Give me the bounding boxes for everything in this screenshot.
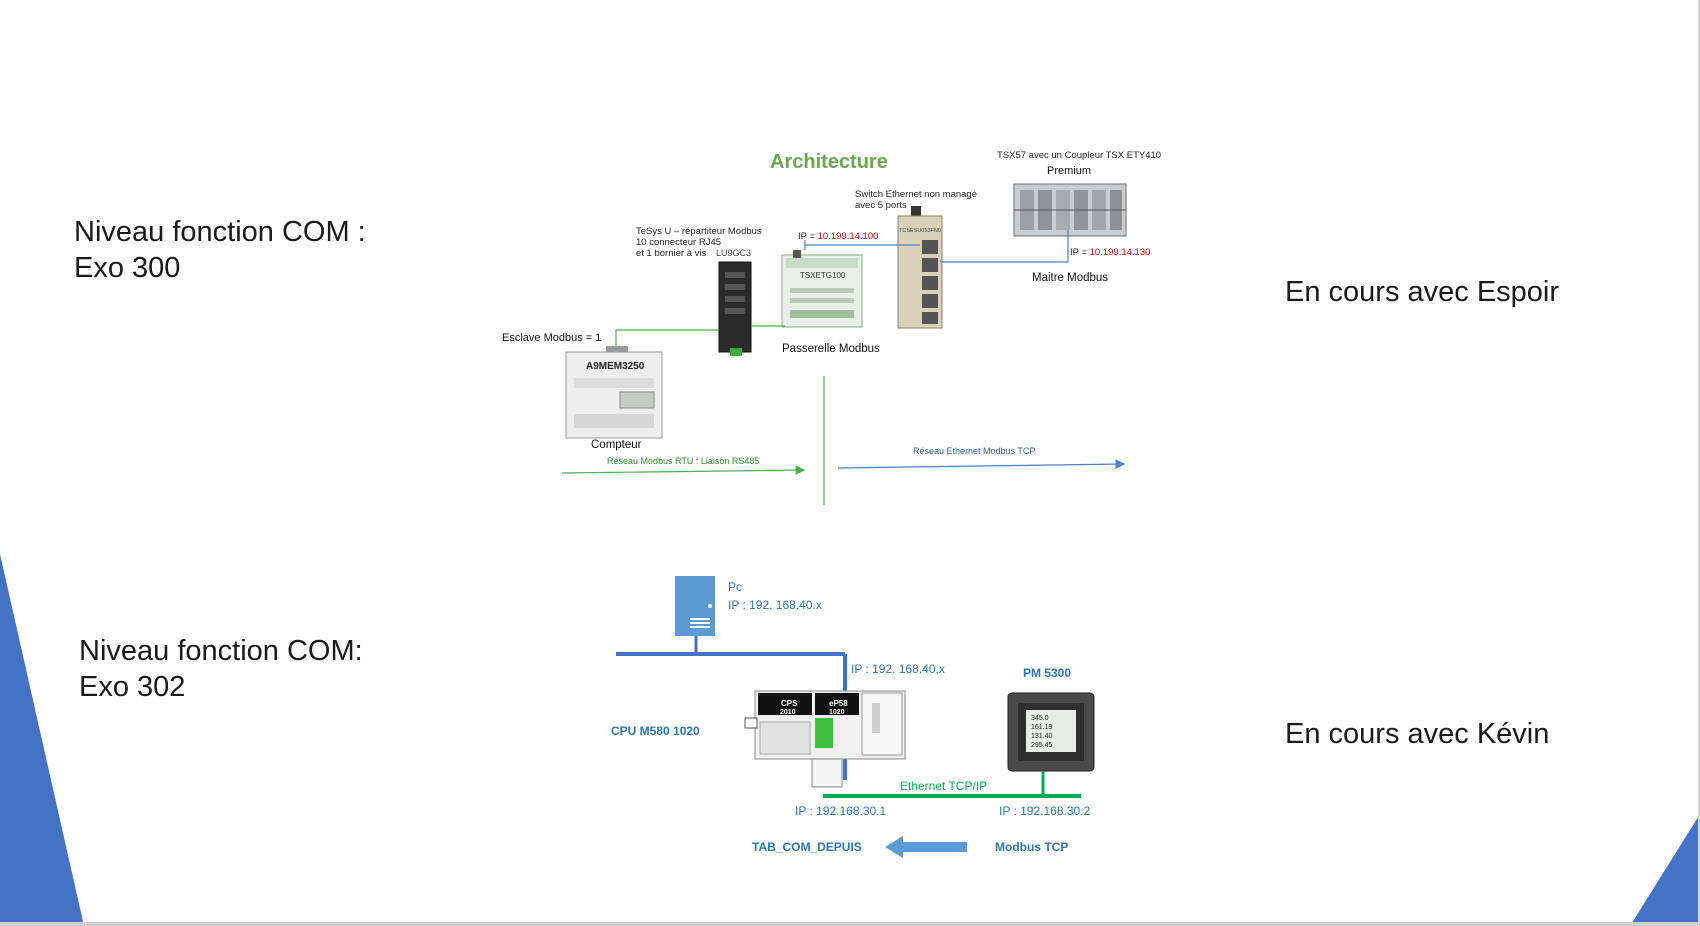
pm-label: PM 5300 xyxy=(1023,666,1071,680)
decor-right-triangle xyxy=(1630,814,1700,926)
tab-label: TAB_COM_DEPUIS xyxy=(752,840,862,854)
ethernet-label: Ethernet TCP/IP xyxy=(900,779,987,793)
decor-left-triangle xyxy=(0,554,84,926)
cpu-ip-top: IP : 192. 168.40.x xyxy=(851,662,945,676)
pm5300-meter-image: 345.0 161.19 131.40 295.45 xyxy=(1007,692,1095,772)
meter-label: Compteur xyxy=(591,439,642,451)
energy-meter-image: A9MEM3250 xyxy=(565,346,663,439)
exo302-status: En cours avec Kévin xyxy=(1285,718,1550,750)
exo300-status: En cours avec Espoir xyxy=(1285,276,1560,308)
ep-label-2: 1020 xyxy=(829,709,845,716)
pc-ip: IP : 192. 168.40.x xyxy=(728,598,822,612)
tesys-caption-1: TeSys U – répartiteur Modbus xyxy=(636,226,762,237)
architecture-title: Architecture xyxy=(770,151,888,173)
exo300-title-line2: Exo 300 xyxy=(74,252,181,284)
svg-text:IP = 10.199.14.100: IP = 10.199.14.100 xyxy=(798,231,878,242)
architecture-diagram: Architecture TSX57 avec un Coupleur TSX … xyxy=(502,150,1161,505)
pm-screen-line-4: 295.45 xyxy=(1031,742,1053,749)
premium-plc-image xyxy=(1013,183,1127,237)
exo300-title-line1: Niveau fonction COM : xyxy=(74,216,366,248)
switch-caption-1: Switch Ethernet non managé xyxy=(855,189,977,200)
slide-bottom-border xyxy=(0,922,1700,926)
gateway-ip-prefix: IP = xyxy=(798,231,818,242)
modbus-gateway-image: TSXETG100 xyxy=(781,250,863,328)
master-ip-prefix: IP = xyxy=(1070,247,1090,258)
ip-pm: IP : 192.168.30.2 xyxy=(999,804,1091,818)
switch-caption-2: avec 5 ports xyxy=(855,200,907,211)
rtu-network-label: Réseau Modbus RTU : Liaison RS485 xyxy=(607,456,759,466)
pc-label: Pc xyxy=(728,580,742,594)
pm-screen-line-1: 345.0 xyxy=(1031,715,1049,722)
slave-label: Esclave Modbus = 1 xyxy=(502,332,601,344)
slide-right-border xyxy=(1698,0,1700,926)
exo300-title: Niveau fonction COM : Exo 300 xyxy=(74,214,366,286)
tesys-splitter-image xyxy=(718,261,752,356)
rtu-network-arrow xyxy=(561,465,806,475)
tesys-ref: LU9GC3 xyxy=(716,248,751,258)
ethernet-switch-image: TCSESU053FN0 xyxy=(897,206,943,329)
modbus-label: Modbus TCP xyxy=(995,840,1068,854)
svg-text:IP = 10.199.14.130: IP = 10.199.14.130 xyxy=(1070,247,1150,258)
gateway-ref: TSXETG100 xyxy=(800,271,846,280)
exo302-title-line2: Exo 302 xyxy=(79,671,186,703)
tcp-network-label: Réseau Ethernet Modbus TCP xyxy=(913,446,1035,456)
cps-label-2: 2010 xyxy=(780,709,796,716)
exo302-title-line1: Niveau fonction COM: xyxy=(79,635,363,667)
tcp-network-arrow xyxy=(837,459,1126,469)
pc-icon xyxy=(675,576,715,636)
meter-ref: A9MEM3250 xyxy=(586,361,645,372)
exo302-title: Niveau fonction COM: Exo 302 xyxy=(79,633,363,705)
switch-ref: TCSESU053FN0 xyxy=(899,228,941,234)
tesys-caption-2: 10 connecteur RJ45 xyxy=(636,237,721,248)
ip-cpu: IP : 192.168.30.1 xyxy=(795,804,887,818)
cps-label-1: CPS xyxy=(781,699,798,708)
ep-label-1: eP58 xyxy=(829,699,848,708)
modbus-direction-arrow xyxy=(885,836,967,858)
pm-screen-line-3: 131.40 xyxy=(1031,733,1053,740)
tesys-caption-3: et 1 bornier à vis xyxy=(636,248,706,259)
m580-rack-image: CPS 2010 eP58 1020 xyxy=(744,690,906,788)
m580-diagram: Pc IP : 192. 168.40.x IP : 192. 168.40.x… xyxy=(611,576,1095,858)
premium-caption: TSX57 avec un Coupleur TSX ETY410 xyxy=(997,150,1161,161)
pm-screen-line-2: 161.19 xyxy=(1031,724,1053,731)
master-label: Maitre Modbus xyxy=(1032,272,1108,284)
gateway-label: Passerelle Modbus xyxy=(782,343,880,355)
master-ip: 10.199.14.130 xyxy=(1090,247,1151,258)
cpu-label: CPU M580 1020 xyxy=(611,724,700,738)
gateway-ip: 10.199.14.100 xyxy=(818,231,879,242)
premium-label: Premium xyxy=(1047,165,1091,177)
